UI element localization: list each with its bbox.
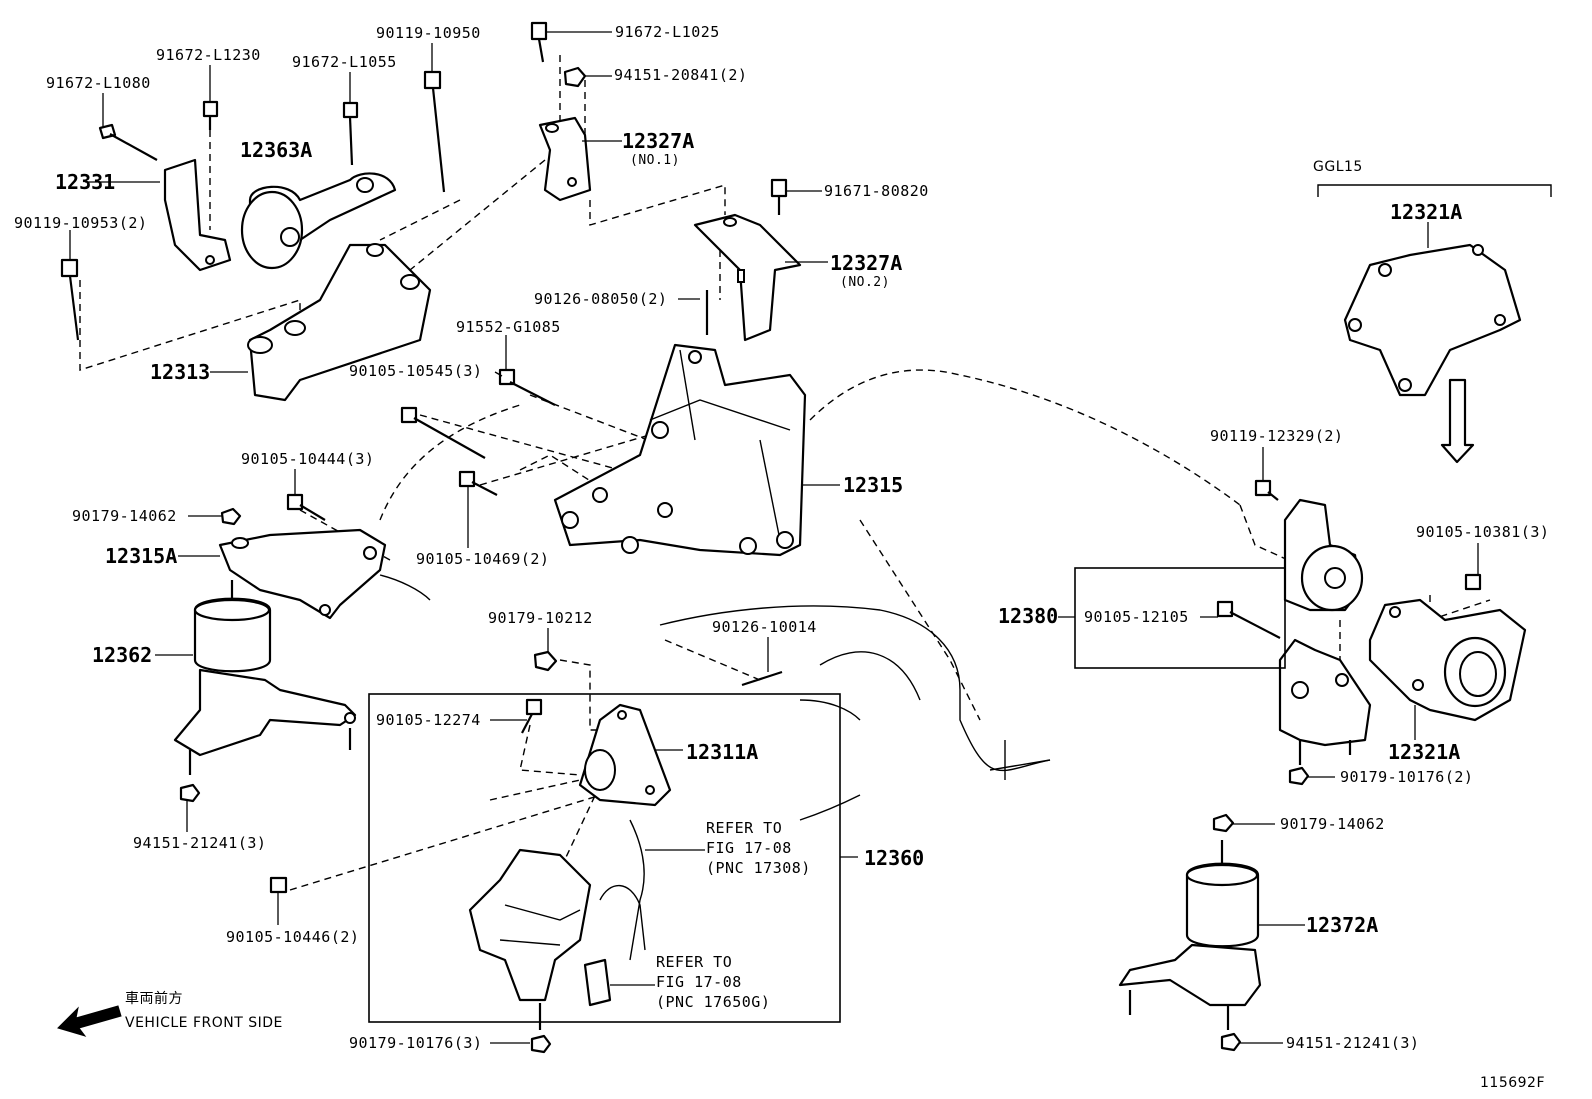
figure-id: 115692F <box>1480 1075 1545 1091</box>
ggl15-group-bracket <box>1317 184 1552 464</box>
part-12363A-torque-rod <box>240 172 397 270</box>
part-12315-main-bracket <box>553 343 807 557</box>
reference-note-pnc-17308: REFER TO FIG 17-08 (PNC 17308) <box>706 819 811 877</box>
fastener-label-91672-L1055: 91672-L1055 <box>292 53 397 71</box>
part-label-12315A: 12315A <box>105 544 178 568</box>
fastener-glyphs <box>60 21 1482 1054</box>
fastener-label-91672-L1080: 91672-L1080 <box>46 74 151 92</box>
part-label-12311A: 12311A <box>686 740 759 764</box>
fastener-label-90179-10176-bottom: 90179-10176(3) <box>349 1034 483 1052</box>
fastener-label-90179-10176-right: 90179-10176(2) <box>1340 768 1474 786</box>
vehicle-front-arrow-icon <box>57 1005 122 1037</box>
fastener-label-91672-L1230: 91672-L1230 <box>156 46 261 64</box>
part-12380-assembly <box>1074 498 1372 765</box>
part-12315A-bracket <box>218 528 387 620</box>
fastener-label-91552-G1085: 91552-G1085 <box>456 318 561 336</box>
fastener-label-90105-12105: 90105-12105 <box>1084 608 1189 626</box>
part-12372A-mount <box>1118 840 1262 1030</box>
part-12327A-no2 <box>693 213 802 342</box>
part-label-12313: 12313 <box>150 360 211 384</box>
part-12327A-no1 <box>538 116 592 202</box>
fastener-label-90119-10950: 90119-10950 <box>376 24 481 42</box>
part-label-12362: 12362 <box>92 643 153 667</box>
fastener-label-91672-L1025: 91672-L1025 <box>615 23 720 41</box>
part-label-12380: 12380 <box>998 604 1059 628</box>
fastener-label-90179-10212: 90179-10212 <box>488 609 593 627</box>
fastener-label-90119-10953: 90119-10953(2) <box>14 214 148 232</box>
variant-label: GGL15 <box>1313 159 1363 175</box>
fastener-label-91671-80820: 91671-80820 <box>824 182 929 200</box>
fastener-label-94151-20841: 94151-20841(2) <box>614 66 748 84</box>
fastener-label-90126-10014: 90126-10014 <box>712 618 817 636</box>
part-label-12315: 12315 <box>843 473 904 497</box>
reference-note-pnc-17650g: REFER TO FIG 17-08 (PNC 17650G) <box>656 953 771 1011</box>
engine-outline <box>379 574 1051 821</box>
group-12360-box <box>368 693 841 1023</box>
leader-lines <box>69 31 1479 1044</box>
part-label-12321A-top: 12321A <box>1390 200 1463 224</box>
fastener-label-90179-14062-left: 90179-14062 <box>72 507 177 525</box>
part-label-12327A-no1: 12327A <box>622 129 695 153</box>
fastener-label-90105-10446: 90105-10446(2) <box>226 928 360 946</box>
part-sublabel-12327A-no1: (NO.1) <box>630 153 680 168</box>
fastener-label-90105-12274: 90105-12274 <box>376 711 481 729</box>
fastener-label-90179-14062-right: 90179-14062 <box>1280 815 1385 833</box>
part-label-12327A-no2: 12327A <box>830 251 903 275</box>
part-sublabel-12327A-no2: (NO.2) <box>840 275 890 290</box>
part-12321A-top <box>1343 243 1522 397</box>
part-12313-bracket <box>247 243 432 402</box>
part-label-12331: 12331 <box>55 170 116 194</box>
fastener-label-90105-10545: 90105-10545(3) <box>349 362 483 380</box>
fastener-label-90105-10444: 90105-10444(3) <box>241 450 375 468</box>
fastener-label-90105-10469: 90105-10469(2) <box>416 550 550 568</box>
part-12321A-bottom <box>1368 598 1527 722</box>
fastener-label-90119-12329: 90119-12329(2) <box>1210 427 1344 445</box>
fastener-label-94151-21241-left: 94151-21241(3) <box>133 834 267 852</box>
part-label-12372A: 12372A <box>1306 913 1379 937</box>
part-label-12360: 12360 <box>864 846 925 870</box>
assembly-dashed-lines <box>79 55 1491 891</box>
vehicle-front-label-jp: 車両前方 <box>125 991 183 1007</box>
fastener-label-90105-10381: 90105-10381(3) <box>1416 523 1550 541</box>
part-12362-engine-mount <box>173 580 357 775</box>
fastener-label-90126-08050: 90126-08050(2) <box>534 290 668 308</box>
vehicle-front-label-en: VEHICLE FRONT SIDE <box>125 1015 283 1031</box>
part-label-12321A-bottom: 12321A <box>1388 740 1461 764</box>
part-label-12363A: 12363A <box>240 138 313 162</box>
fastener-label-94151-21241-right: 94151-21241(3) <box>1286 1034 1420 1052</box>
part-12331-bracket <box>163 158 232 272</box>
